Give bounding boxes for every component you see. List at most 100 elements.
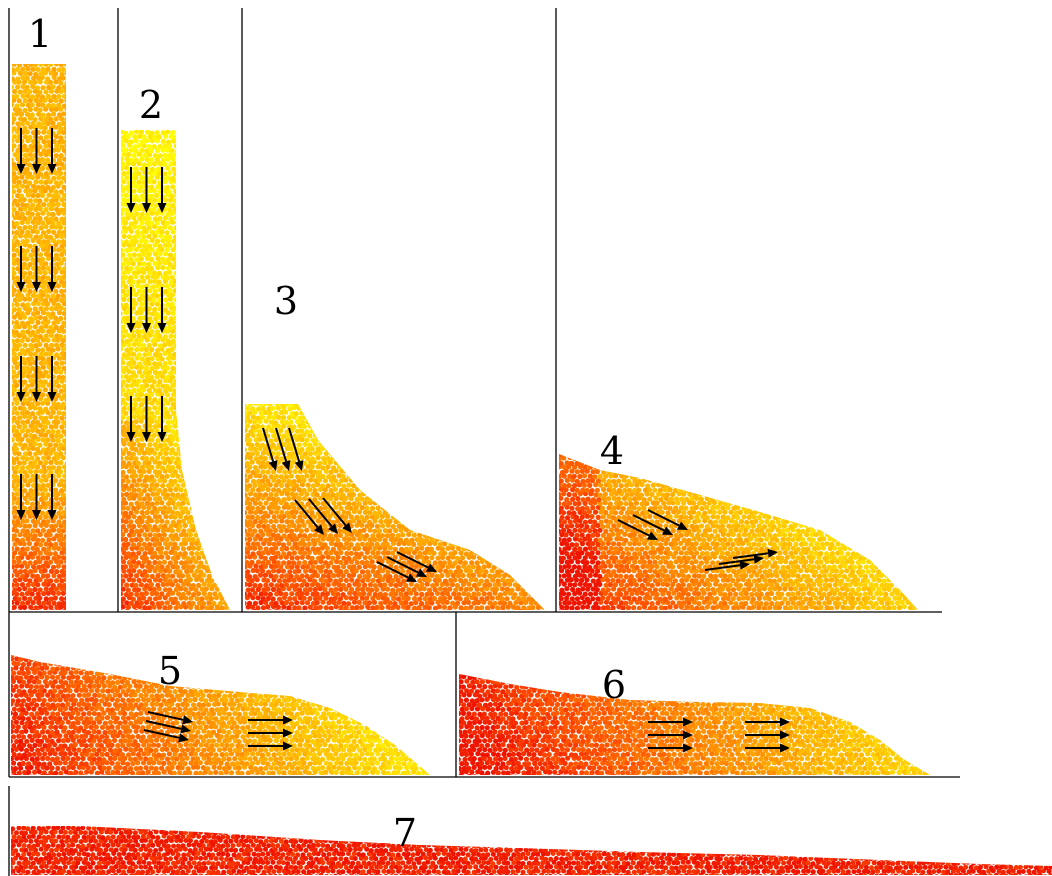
particle: [133, 582, 139, 588]
particle: [197, 166, 203, 172]
particle: [203, 450, 209, 456]
particle: [22, 70, 29, 77]
particle: [185, 320, 191, 326]
particle: [228, 293, 230, 299]
particle: [165, 275, 171, 281]
particle: [182, 388, 189, 394]
particle: [444, 527, 451, 534]
particle: [58, 559, 64, 565]
particle: [155, 256, 161, 262]
particle: [198, 560, 204, 566]
particle: [414, 537, 420, 543]
particle: [191, 482, 198, 488]
particle: [493, 586, 499, 593]
particle: [510, 550, 517, 557]
particle: [17, 89, 23, 95]
particle: [227, 519, 230, 525]
particle: [358, 551, 364, 557]
particle: [173, 578, 179, 584]
particle: [165, 347, 171, 353]
particle: [63, 215, 66, 221]
particle: [191, 410, 197, 416]
particle: [522, 555, 528, 561]
particle: [346, 555, 352, 562]
particle: [207, 465, 213, 471]
particle: [335, 564, 341, 570]
particle: [25, 437, 31, 443]
particle: [194, 224, 200, 230]
particle: [315, 555, 322, 561]
particle: [181, 166, 187, 172]
particle: [149, 166, 155, 172]
particle: [224, 559, 230, 565]
particle: [33, 297, 39, 303]
particle: [362, 582, 368, 588]
particle: [149, 329, 155, 335]
particle: [48, 568, 55, 575]
particle: [144, 148, 150, 154]
particle: [148, 148, 154, 154]
particle: [536, 549, 542, 556]
particle: [219, 225, 225, 231]
particle: [35, 410, 42, 416]
particle: [512, 582, 519, 588]
particle: [170, 374, 176, 380]
particle: [17, 441, 23, 447]
particle: [56, 229, 63, 235]
particle: [531, 559, 537, 565]
particle: [165, 355, 172, 361]
particle: [32, 460, 38, 466]
particle: [176, 573, 182, 579]
particle: [435, 545, 441, 551]
particle: [12, 88, 18, 95]
particle: [12, 242, 17, 249]
particle: [61, 564, 66, 570]
particle: [25, 93, 31, 99]
particle: [220, 460, 226, 466]
particle: [64, 161, 66, 167]
particle: [193, 523, 199, 529]
particle: [471, 536, 478, 542]
particle: [27, 162, 33, 168]
particle: [296, 523, 302, 529]
particle: [12, 179, 17, 185]
particle: [209, 315, 215, 321]
particle: [217, 509, 223, 515]
particle: [439, 546, 445, 552]
particle: [152, 170, 158, 176]
particle: [542, 531, 545, 538]
particle: [141, 243, 148, 249]
particle: [226, 600, 230, 606]
particle: [64, 188, 66, 194]
particle: [154, 293, 160, 299]
particle: [46, 546, 52, 552]
particle: [35, 184, 41, 190]
particle: [193, 197, 199, 203]
particle: [209, 288, 215, 294]
particle: [463, 596, 470, 602]
particle: [520, 577, 526, 583]
particle: [390, 524, 396, 530]
particle: [177, 252, 183, 258]
particle: [206, 193, 212, 199]
particle: [59, 415, 65, 421]
particle: [398, 600, 404, 606]
particle: [214, 260, 220, 266]
particle: [224, 243, 230, 249]
particle: [457, 596, 463, 602]
particle: [211, 527, 217, 534]
particle: [156, 170, 162, 176]
particle: [169, 301, 175, 307]
particle: [163, 297, 169, 303]
particle: [181, 184, 187, 190]
particle: [225, 370, 230, 376]
particle: [12, 193, 14, 200]
particle: [126, 523, 132, 529]
particle: [185, 382, 191, 388]
particle: [180, 518, 186, 524]
particle: [191, 400, 197, 407]
particle: [48, 216, 54, 222]
particle: [12, 527, 16, 533]
particle: [186, 545, 192, 551]
particle: [275, 533, 281, 539]
